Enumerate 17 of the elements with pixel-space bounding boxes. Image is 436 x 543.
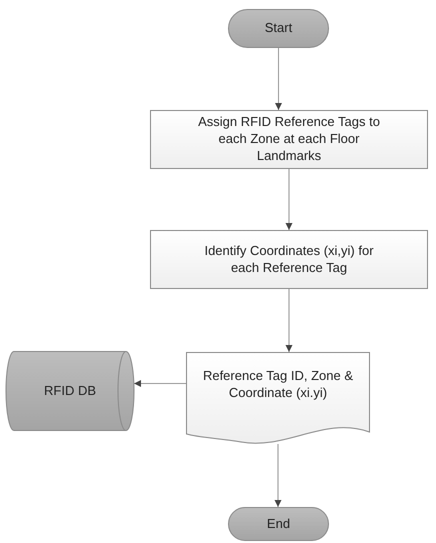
arrow [274, 444, 282, 508]
arrow [275, 48, 282, 110]
arrow [134, 380, 186, 387]
arrow [286, 168, 292, 230]
process-box [150, 110, 428, 169]
node-text: Start [264, 20, 292, 37]
node-text: RFID DB [44, 382, 96, 400]
terminator-shape [228, 9, 329, 48]
document-shape [186, 352, 370, 444]
terminator-shape [228, 507, 329, 541]
node-text: Reference Tag ID, Zone & Coordinate (xi.yi) [202, 368, 354, 402]
node-text: Assign RFID Reference Tags to each Zone at each Floor Landmarks [197, 114, 381, 165]
node-text: End [266, 516, 290, 532]
arrow [286, 288, 292, 352]
node-text: Identify Coordinates (xi,yi) for each Reference Tag [203, 242, 375, 276]
database-cylinder [6, 351, 134, 431]
process-box [150, 230, 428, 289]
